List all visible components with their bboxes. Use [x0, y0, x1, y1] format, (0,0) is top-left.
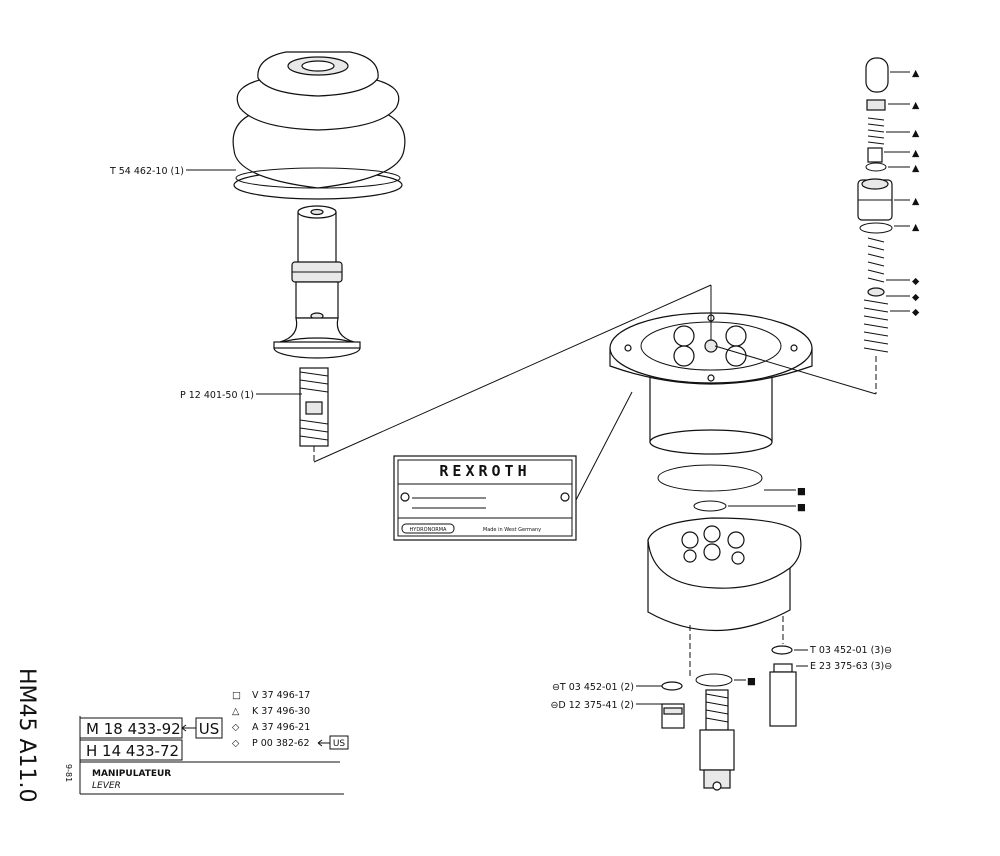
nameplate-origin: Made in West Germany [483, 527, 541, 533]
callout-boot: T 54 462-10 (1) [109, 166, 184, 177]
square-marker-icon: ■ [797, 486, 806, 497]
connector-lines [186, 71, 910, 705]
title-english: LEVER [92, 781, 121, 791]
square-marker-icon: ■ [747, 676, 756, 687]
diamond-marker-icon: ◆ [912, 276, 920, 287]
title-french: MANIPULATEUR [92, 769, 171, 779]
markers: ▲ ▲ ▲ ▲ ▲ ▲ ▲ ◆ ◆ ◆ ■ ■ ■ [747, 68, 920, 687]
callout-stud: P 12 401-50 (1) [180, 390, 254, 401]
callout-labels: T 54 462-10 (1) P 12 401-50 (1) T 03 452… [109, 166, 892, 711]
callout-washer-right: T 03 452-01 (3)⊖ [809, 645, 892, 656]
pilot-stack [857, 57, 893, 394]
kit-symbol-icon: □ [232, 690, 241, 701]
kit-symbol-icon: △ [232, 706, 240, 717]
rivet-icon [400, 492, 410, 502]
kit-symbol-icon: ◇ [232, 722, 240, 733]
kits-legend: □ V 37 496-17 △ K 37 496-30 ◇ A 37 496-2… [232, 690, 349, 750]
seal-large [657, 464, 763, 492]
triangle-marker-icon: ▲ [912, 68, 920, 79]
flange-housing [609, 312, 813, 455]
nameplate-brand: REXROTH [439, 462, 530, 480]
boot-part [232, 51, 406, 200]
callout-washer-left: ⊖T 03 452-01 (2) [552, 682, 634, 693]
title-block: HM45 A11.0 9-81 M 18 433-92 US H 14 433-… [14, 668, 344, 803]
nameplate-maker: HYDRONORMA [410, 527, 448, 533]
fitting-left [661, 681, 685, 729]
triangle-marker-icon: ▲ [912, 222, 920, 233]
shaft-part [273, 205, 361, 359]
valve-body [647, 517, 802, 676]
drawing-date: 9-81 [64, 764, 73, 782]
rivet-icon [560, 492, 570, 502]
callout-fitting-left: ⊖D 12 375-41 (2) [550, 700, 634, 711]
stud-part [299, 367, 329, 462]
triangle-marker-icon: ▲ [912, 100, 920, 111]
assembly-code-m: M 18 433-92 [86, 720, 181, 738]
kit-code: K 37 496-30 [252, 706, 310, 717]
kit-symbol-icon: ◇ [232, 738, 240, 749]
model-number: HM45 A11.0 [14, 668, 39, 803]
triangle-marker-icon: ▲ [912, 163, 920, 174]
triangle-marker-icon: ▲ [912, 148, 920, 159]
square-marker-icon: ■ [797, 502, 806, 513]
kit-code: V 37 496-17 [252, 690, 310, 701]
us-tag: US [199, 720, 220, 738]
triangle-marker-icon: ▲ [912, 128, 920, 139]
callout-fitting-right: E 23 375-63 (3)⊖ [810, 661, 892, 672]
fitting-right [769, 645, 797, 727]
kit-code: P 00 382-62 [252, 738, 310, 749]
diamond-marker-icon: ◆ [912, 307, 920, 318]
kit-code: A 37 496-21 [252, 722, 310, 733]
plug-center [695, 673, 735, 791]
kit-us-tag: US [333, 739, 346, 749]
diamond-marker-icon: ◆ [912, 292, 920, 303]
nameplate: REXROTH HYDRONORMA Made in West Germany [393, 455, 577, 541]
assembly-code-h: H 14 433-72 [86, 742, 179, 760]
triangle-marker-icon: ▲ [912, 196, 920, 207]
seal-small [693, 500, 727, 512]
